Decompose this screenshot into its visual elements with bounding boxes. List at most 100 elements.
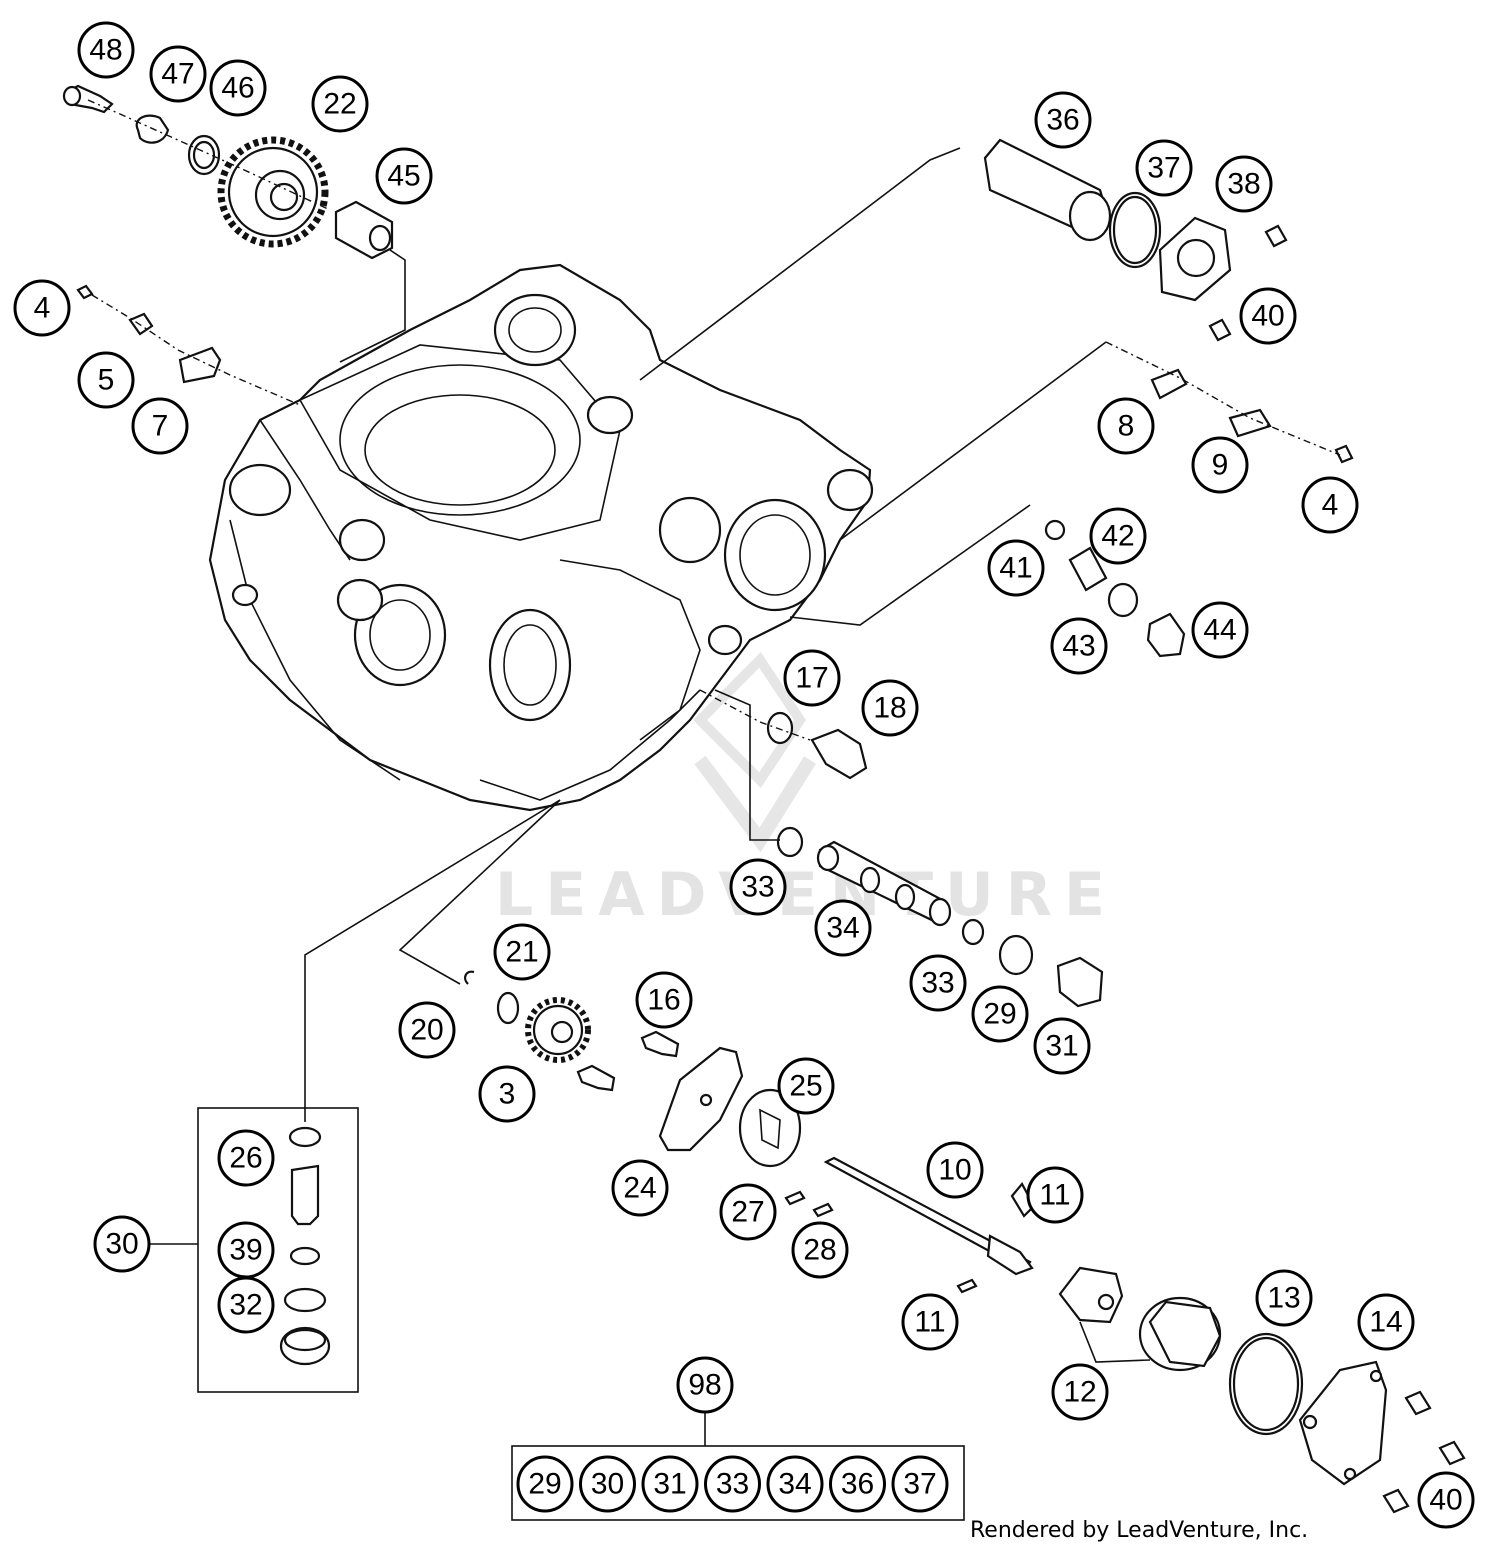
svg-text:8: 8: [1118, 410, 1135, 443]
oil-filter-group: [639, 138, 1288, 381]
credit-text: Rendered by LeadVenture, Inc.: [970, 1518, 1309, 1543]
svg-text:47: 47: [161, 58, 194, 91]
callout-30[interactable]: 30: [93, 1215, 151, 1273]
kit-98-members: 29 30 31 33 34 36 37: [516, 1455, 949, 1513]
svg-text:48: 48: [89, 34, 122, 67]
callout-32[interactable]: 32: [217, 1276, 275, 1334]
gear-22: [217, 136, 329, 248]
svg-text:36: 36: [841, 1468, 874, 1501]
callout-48[interactable]: 48: [77, 21, 135, 79]
gear-22-group: [62, 84, 406, 363]
svg-text:41: 41: [999, 552, 1032, 585]
callout-41[interactable]: 41: [987, 539, 1045, 597]
callout-3[interactable]: 3: [478, 1065, 536, 1123]
svg-text:36: 36: [1046, 104, 1079, 137]
callout-26[interactable]: 26: [217, 1129, 275, 1187]
callout-27[interactable]: 27: [719, 1183, 777, 1241]
callout-14[interactable]: 14: [1357, 1293, 1415, 1351]
svg-text:16: 16: [647, 984, 680, 1017]
callout-25[interactable]: 25: [777, 1057, 835, 1115]
svg-text:37: 37: [1147, 152, 1180, 185]
watermark: LEADVENTURE: [495, 652, 1105, 930]
callout-46[interactable]: 46: [209, 59, 267, 117]
svg-text:34: 34: [778, 1468, 811, 1501]
callout-24[interactable]: 24: [611, 1159, 669, 1217]
svg-text:40: 40: [1251, 300, 1284, 333]
callout-7[interactable]: 7: [131, 397, 189, 455]
svg-text:11: 11: [914, 1306, 945, 1339]
callout-4[interactable]: 4: [1301, 476, 1359, 534]
svg-text:42: 42: [1101, 520, 1134, 553]
svg-text:25: 25: [789, 1070, 822, 1103]
svg-text:21: 21: [505, 936, 538, 969]
svg-text:40: 40: [1429, 1484, 1462, 1517]
callout-12[interactable]: 12: [1051, 1363, 1109, 1421]
svg-text:29: 29: [983, 998, 1016, 1031]
callout-38[interactable]: 38: [1215, 155, 1273, 213]
callout-44[interactable]: 44: [1191, 601, 1249, 659]
kit-callout-29[interactable]: 29: [516, 1455, 574, 1513]
callout-33[interactable]: 33: [729, 858, 787, 916]
callout-98[interactable]: 98: [676, 1356, 734, 1414]
callout-45[interactable]: 45: [375, 147, 433, 205]
callout-31[interactable]: 31: [1033, 1017, 1091, 1075]
svg-text:7: 7: [152, 410, 169, 443]
svg-text:20: 20: [410, 1014, 443, 1047]
kit-callout-36[interactable]: 36: [829, 1455, 886, 1513]
callout-11[interactable]: 11: [1026, 1166, 1084, 1224]
callout-13[interactable]: 13: [1255, 1269, 1313, 1327]
callout-10[interactable]: 10: [926, 1141, 984, 1199]
callout-18[interactable]: 18: [861, 679, 919, 737]
svg-text:30: 30: [105, 1228, 138, 1261]
callout-17[interactable]: 17: [783, 649, 841, 707]
kit-callout-31[interactable]: 31: [641, 1455, 699, 1513]
callout-22[interactable]: 22: [311, 75, 369, 133]
callout-40[interactable]: 40: [1417, 1471, 1475, 1529]
parts-4-5-7: [76, 284, 301, 406]
filter-box-30: [150, 799, 561, 1393]
svg-text:31: 31: [1045, 1030, 1078, 1063]
svg-text:9: 9: [1212, 449, 1229, 482]
parts-17-18: [699, 689, 868, 780]
callout-34[interactable]: 34: [814, 899, 872, 957]
kit-callout-37[interactable]: 37: [891, 1455, 949, 1513]
kit-callout-34[interactable]: 34: [766, 1455, 824, 1513]
callout-29[interactable]: 29: [971, 985, 1029, 1043]
svg-text:12: 12: [1063, 1376, 1096, 1409]
svg-text:31: 31: [653, 1468, 686, 1501]
callout-11[interactable]: 11: [901, 1293, 959, 1351]
kit-callout-33[interactable]: 33: [704, 1455, 761, 1513]
callout-16[interactable]: 16: [635, 971, 693, 1029]
svg-text:18: 18: [873, 692, 906, 725]
callout-8[interactable]: 8: [1097, 397, 1155, 455]
pressure-valve-group: [789, 504, 1186, 658]
callout-47[interactable]: 47: [149, 45, 207, 103]
svg-text:33: 33: [741, 871, 774, 904]
svg-text:45: 45: [387, 160, 420, 193]
svg-text:4: 4: [1322, 489, 1339, 522]
callout-42[interactable]: 42: [1089, 507, 1147, 565]
callout-9[interactable]: 9: [1191, 436, 1249, 494]
kit-callout-30[interactable]: 30: [579, 1455, 636, 1513]
callout-21[interactable]: 21: [493, 923, 551, 981]
callout-20[interactable]: 20: [398, 1001, 456, 1059]
callout-28[interactable]: 28: [791, 1221, 849, 1279]
callout-43[interactable]: 43: [1050, 617, 1108, 675]
callout-40[interactable]: 40: [1239, 287, 1297, 345]
svg-text:33: 33: [716, 1468, 749, 1501]
svg-text:46: 46: [221, 72, 254, 105]
callout-33[interactable]: 33: [909, 954, 967, 1012]
svg-text:13: 13: [1267, 1282, 1300, 1315]
svg-text:38: 38: [1227, 168, 1260, 201]
svg-text:33: 33: [921, 967, 954, 1000]
callout-5[interactable]: 5: [77, 351, 135, 409]
callout-37[interactable]: 37: [1135, 139, 1193, 197]
svg-text:29: 29: [528, 1468, 561, 1501]
svg-text:28: 28: [803, 1234, 836, 1267]
svg-text:98: 98: [688, 1369, 721, 1402]
svg-text:34: 34: [826, 912, 859, 945]
callout-36[interactable]: 36: [1034, 91, 1092, 149]
callout-39[interactable]: 39: [217, 1221, 275, 1279]
callout-4[interactable]: 4: [13, 279, 71, 337]
